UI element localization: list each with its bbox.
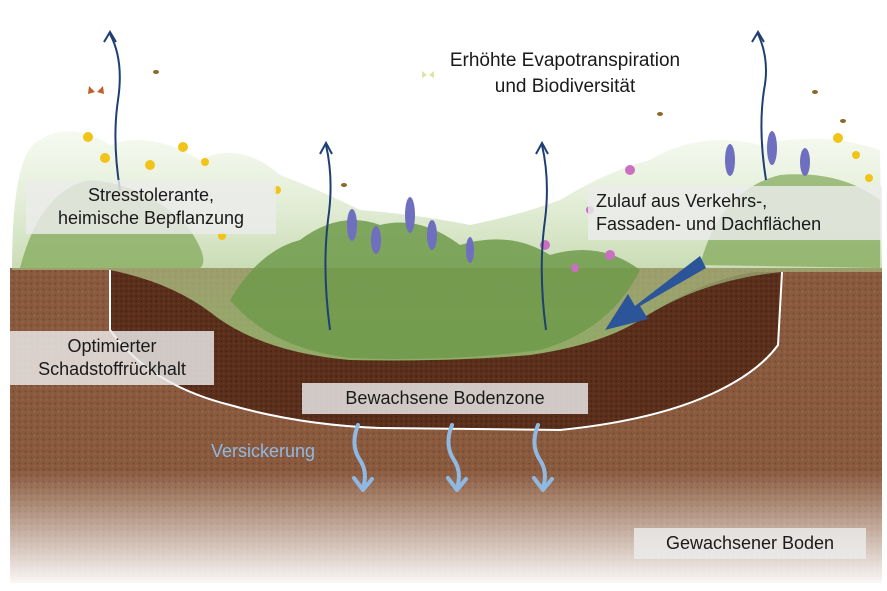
pollutant-retention-label: Optimierter Schadstoffrückhalt: [10, 331, 214, 385]
inflow-label: Zulauf aus Verkehrs-, Fassaden- und Dach…: [588, 186, 882, 240]
infiltration-arrows: [352, 423, 554, 492]
evaporation-arrow-icon: [757, 33, 767, 181]
evapotranspiration-label-line2: und Biodiversität: [494, 76, 636, 97]
native-soil-label: Gewachsener Boden: [634, 528, 866, 559]
infiltration-arrow-icon: [352, 476, 374, 492]
evaporation-arrow-icon: [319, 140, 333, 155]
lavender-flowers: [347, 131, 810, 263]
vegetation-bed: [230, 220, 640, 359]
vegetated-zone-label: Bewachsene Bodenzone: [302, 383, 588, 414]
planting-label-line2: heimische Bepflanzung: [57, 208, 245, 228]
inflow-arrow-icon: [605, 256, 706, 330]
evapotranspiration-label-line1: Erhöhte Evapotranspiration: [449, 50, 681, 71]
planting-label: Stresstolerante, heimische Bepflanzung: [26, 180, 276, 234]
evaporation-arrow-icon: [751, 30, 765, 43]
infiltration-arrow-icon: [352, 423, 367, 490]
evaporation-arrow-icon: [109, 33, 121, 191]
vegetated-soil-zone: [110, 270, 782, 430]
evaporation-arrow-icon: [540, 144, 548, 331]
infiltration-arrow-icon: [446, 423, 461, 490]
infiltration-arrow-icon: [532, 423, 547, 490]
evaporation-arrows: [103, 30, 767, 331]
infiltration-arrow-icon: [532, 476, 554, 492]
butterfly-icon: [88, 86, 104, 94]
evaporation-arrow-icon: [103, 30, 117, 43]
evaporation-arrow-icon: [324, 144, 332, 331]
infiltration-arrow-icon: [446, 476, 468, 492]
bee-icon: [153, 70, 846, 187]
evaporation-arrow-icon: [535, 140, 549, 155]
inflow-label-line2: Fassaden- und Dachflächen: [596, 214, 822, 234]
pollutant-retention-label-line1: Optimierter: [67, 336, 157, 356]
planting-label-line1: Stresstolerante,: [87, 185, 215, 205]
pollutant-retention-label-line2: Schadstoffrückhalt: [38, 359, 186, 379]
ground-fade: [10, 470, 882, 583]
infiltration-label: Versickerung: [210, 441, 316, 461]
inflow-label-line1: Zulauf aus Verkehrs-,: [596, 191, 768, 211]
evapotranspiration-label: Erhöhte Evapotranspiration und Biodivers…: [420, 48, 710, 100]
butterfly-icon: [422, 71, 434, 78]
